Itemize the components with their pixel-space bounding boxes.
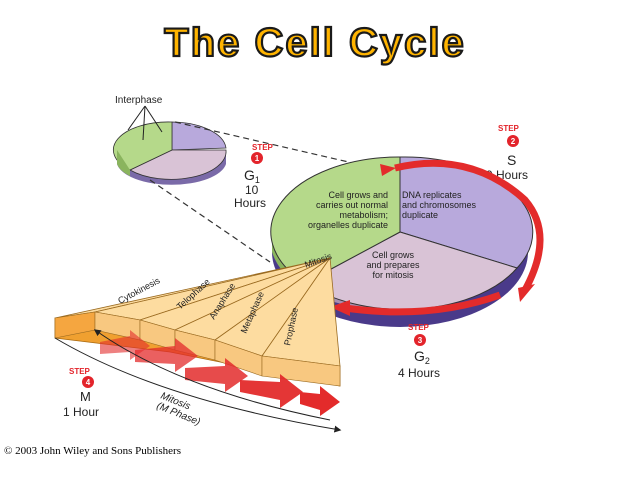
svg-text:4: 4 — [86, 378, 91, 387]
cycle-arrow — [394, 159, 544, 292]
cycle-arrow-head — [518, 284, 535, 302]
interphase-pointer — [142, 105, 146, 141]
mitosis-span-arrow — [54, 337, 342, 433]
cycle-arrow — [344, 291, 502, 316]
step-1-duration-unit: Hours — [234, 196, 266, 210]
svg-text:STEP: STEP — [252, 143, 274, 152]
svg-text:carries out normal: carries out normal — [316, 200, 388, 210]
interphase-pointer — [127, 105, 146, 131]
g1-segment-text: Cell grows and carries out normal metabo… — [308, 190, 388, 230]
step-3-phase: G2 — [414, 348, 430, 366]
mitosis-arrows — [100, 330, 340, 416]
step-3-duration: 4 Hours — [398, 366, 440, 380]
step-1-duration-value: 10 — [245, 183, 259, 197]
svg-text:duplicate: duplicate — [402, 210, 438, 220]
svg-text:3: 3 — [418, 336, 423, 345]
step-3-badge: STEP 3 — [408, 323, 430, 346]
svg-text:metabolism;: metabolism; — [339, 210, 388, 220]
step-2-badge: STEP 2 — [498, 124, 520, 147]
svg-text:for mitosis: for mitosis — [372, 270, 414, 280]
cycle-arrow-head — [380, 164, 396, 176]
projection-line — [149, 179, 271, 263]
svg-text:2: 2 — [511, 137, 516, 146]
interphase-label: Interphase — [115, 95, 163, 106]
svg-text:Cell grows: Cell grows — [372, 250, 415, 260]
s-segment-text: DNA replicates and chromosomes duplicate — [402, 190, 477, 220]
svg-text:DNA replicates: DNA replicates — [402, 190, 462, 200]
step-1-phase: G1 — [244, 167, 260, 185]
page-title: The Cell Cycle — [164, 21, 465, 65]
step-1-badge: STEP 1 — [251, 143, 274, 164]
mitosis-span-arrow — [93, 329, 331, 421]
cycle-arrow-head — [330, 300, 350, 316]
svg-text:1: 1 — [255, 154, 260, 163]
step-4-phase: M — [80, 389, 91, 404]
svg-text:organelles duplicate: organelles duplicate — [308, 220, 388, 230]
step-4-duration: 1 Hour — [63, 405, 99, 419]
svg-text:STEP: STEP — [408, 323, 430, 332]
copyright-text: © 2003 John Wiley and Sons Publishers — [4, 445, 181, 457]
svg-text:STEP: STEP — [498, 124, 520, 133]
interphase-pointer — [144, 105, 163, 133]
svg-text:Cell grows and: Cell grows and — [328, 190, 388, 200]
svg-text:and chromosomes: and chromosomes — [402, 200, 477, 210]
step-4-badge: STEP 4 — [69, 367, 94, 388]
interphase-mini-pie — [112, 121, 227, 185]
svg-text:STEP: STEP — [69, 367, 91, 376]
svg-text:and prepares: and prepares — [366, 260, 420, 270]
g2-segment-text: Cell grows and prepares for mitosis — [366, 250, 420, 280]
mitosis-fan — [54, 256, 341, 387]
step-2-phase: S — [507, 152, 516, 168]
